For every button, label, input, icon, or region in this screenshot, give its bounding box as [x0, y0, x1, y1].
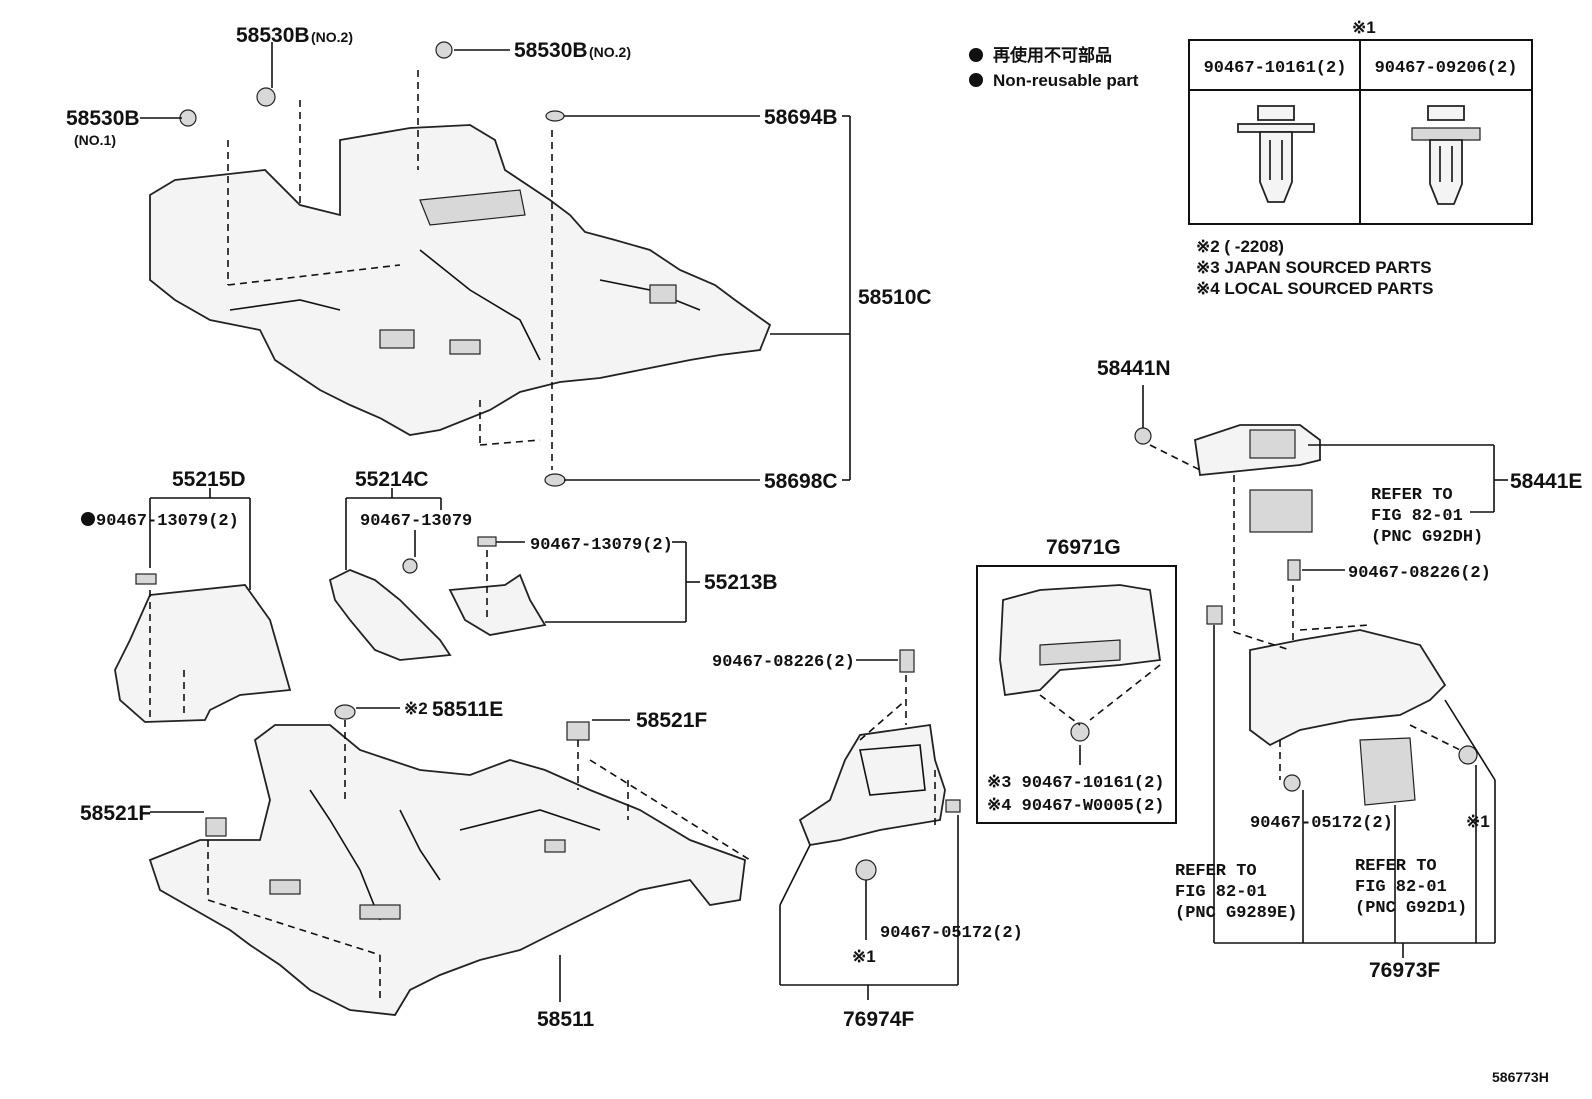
label-58511e-mark: ※2	[404, 699, 428, 718]
pad-55215d-drawing	[114, 573, 292, 723]
label-55214c: 55214C	[355, 468, 429, 491]
legend: 再使用不可部品 Non-reusable part	[969, 45, 1139, 90]
notes: ※2 ( -2208) ※3 JAPAN SOURCED PARTS ※4 LO…	[1196, 237, 1433, 298]
refer-g9289e-line3: (PNC G9289E)	[1175, 904, 1297, 923]
note-4: ※4 LOCAL SOURCED PARTS	[1196, 279, 1433, 298]
label-55215d: 55215D	[172, 468, 246, 491]
label-58521f-left: 58521F	[80, 802, 151, 825]
clip-table: ※1 90467-10161(2) 90467-09206(2)	[1188, 18, 1533, 225]
clip-table-col2: 90467-09206(2)	[1375, 59, 1518, 78]
label-58530b-top: 58530B	[236, 24, 310, 47]
refer-g92dh-line3: (PNC G92DH)	[1371, 528, 1483, 547]
refer-g92d1-line3: (PNC G92D1)	[1355, 899, 1467, 918]
note-2: ※2 ( -2208)	[1196, 237, 1284, 256]
clip-table-col1: 90467-10161(2)	[1204, 59, 1347, 78]
label-76973f-mark: ※1	[1466, 812, 1490, 831]
legend-line-jp: 再使用不可部品	[993, 45, 1112, 65]
refer-g92dh-line2: FIG 82-01	[1371, 507, 1463, 526]
refer-g92d1-line1: REFER TO	[1355, 857, 1437, 876]
clip-10161-icon	[1237, 105, 1315, 203]
refer-g92dh-line1: REFER TO	[1371, 486, 1453, 505]
label-90467-08226-left: 90467-08226(2)	[712, 653, 855, 672]
trim-58441e-drawing	[1134, 424, 1321, 533]
trim-76974f-drawing	[798, 649, 961, 881]
label-58530b-top-sub: (NO.2)	[311, 29, 353, 45]
refer-g9289e-line2: FIG 82-01	[1175, 883, 1267, 902]
label-58441n: 58441N	[1097, 357, 1171, 380]
legend-dot-icon	[969, 73, 983, 87]
carpet-58510c-drawing	[149, 124, 772, 436]
refer-g9289e-line1: REFER TO	[1175, 862, 1257, 881]
label-55215d-clip: 90467-13079(2)	[96, 512, 239, 531]
label-76971g: 76971G	[1046, 536, 1121, 559]
label-58698c: 58698C	[764, 470, 838, 493]
label-55214c-clip: 90467-13079	[360, 512, 472, 531]
trim-76973f-drawing	[1206, 559, 1478, 806]
legend-line-en: Non-reusable part	[993, 71, 1139, 90]
label-58511e: 58511E	[432, 698, 503, 721]
clip-58530b-icons	[179, 41, 590, 837]
label-76974f: 76974F	[843, 1008, 914, 1031]
label-76973f: 76973F	[1369, 959, 1440, 982]
part-labels: 58530B (NO.2) 58530B (NO.2) 58530B (NO.1…	[66, 24, 1582, 1085]
pad-55213b-drawing	[448, 536, 547, 636]
label-76971g-local: ※4 90467-W0005(2)	[987, 797, 1164, 816]
pad-55214c-drawing	[328, 558, 452, 661]
label-90467-08226-right: 90467-08226(2)	[1348, 564, 1491, 583]
refer-g92d1-line2: FIG 82-01	[1355, 878, 1447, 897]
label-58694b: 58694B	[764, 106, 838, 129]
leader-lines	[140, 42, 1508, 1002]
label-58530b-left-sub: (NO.1)	[74, 132, 116, 148]
label-58530b-left: 58530B	[66, 107, 140, 130]
label-90467-05172-left: 90467-05172(2)	[880, 924, 1023, 943]
label-58530b-mid-sub: (NO.2)	[589, 44, 631, 60]
legend-dot-icon	[969, 48, 983, 62]
label-58521f-right: 58521F	[636, 709, 707, 732]
label-55213b: 55213B	[704, 571, 778, 594]
label-55213b-clip: 90467-13079(2)	[530, 536, 673, 555]
label-58510c: 58510C	[858, 286, 932, 309]
label-76974f-mark: ※1	[852, 947, 876, 966]
label-76971g-japan: ※3 90467-10161(2)	[987, 774, 1164, 793]
label-58441e: 58441E	[1510, 470, 1582, 493]
label-58511: 58511	[537, 1008, 595, 1031]
clip-09206-icon	[1411, 105, 1481, 205]
carpet-58511-drawing	[148, 724, 746, 1016]
label-90467-05172-right: 90467-05172(2)	[1250, 814, 1393, 833]
non-reusable-dot-icon	[81, 512, 95, 526]
figure-id: 586773H	[1492, 1069, 1549, 1085]
note-3: ※3 JAPAN SOURCED PARTS	[1196, 258, 1432, 277]
clip-table-marker: ※1	[1352, 18, 1376, 37]
label-58530b-mid: 58530B	[514, 39, 588, 62]
box-76971g	[976, 565, 1177, 824]
